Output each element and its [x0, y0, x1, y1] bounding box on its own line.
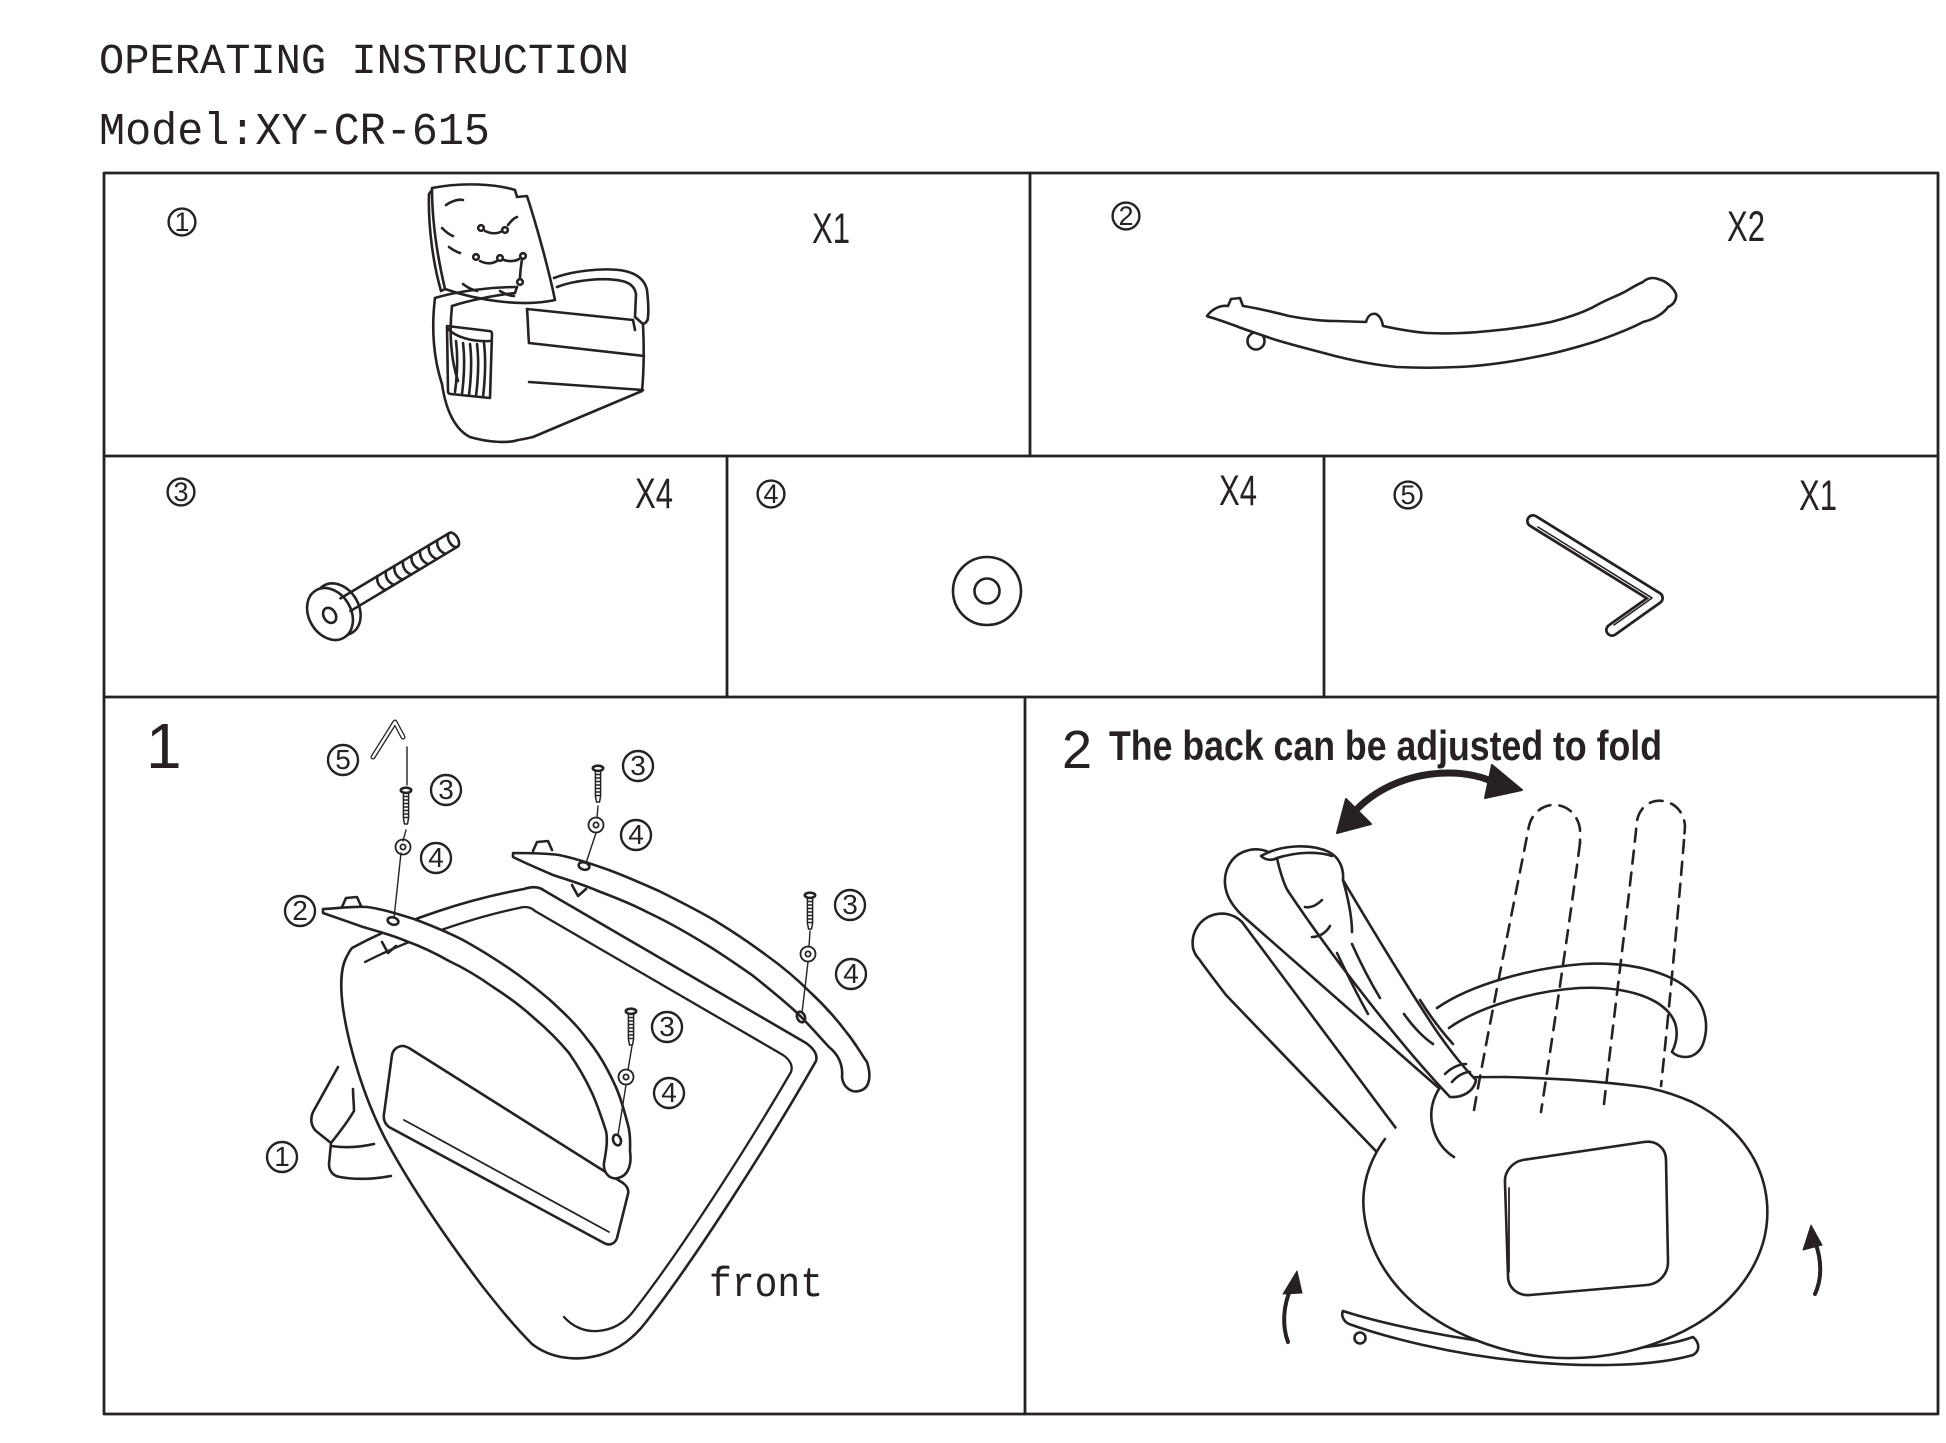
- svg-text:4: 4: [661, 1077, 677, 1108]
- svg-text:2: 2: [292, 895, 308, 926]
- svg-text:2: 2: [1062, 720, 1092, 780]
- svg-text:1: 1: [146, 710, 182, 782]
- svg-text:3: 3: [173, 477, 188, 507]
- svg-text:X4: X4: [1219, 467, 1257, 515]
- svg-text:2: 2: [1118, 201, 1133, 231]
- svg-text:OPERATING INSTRUCTION: OPERATING INSTRUCTION: [99, 37, 629, 86]
- svg-text:4: 4: [763, 479, 778, 509]
- svg-text:Model:XY-CR-615: Model:XY-CR-615: [99, 107, 490, 158]
- svg-text:X1: X1: [1799, 472, 1837, 520]
- svg-text:5: 5: [1400, 480, 1415, 510]
- svg-text:X2: X2: [1727, 203, 1765, 251]
- svg-text:3: 3: [630, 750, 646, 781]
- svg-text:The back can be adjusted to fo: The back can be adjusted to fold: [1109, 722, 1662, 769]
- svg-text:5: 5: [335, 744, 351, 775]
- svg-text:3: 3: [659, 1011, 675, 1042]
- svg-text:X4: X4: [635, 470, 673, 518]
- svg-text:1: 1: [274, 1141, 290, 1172]
- svg-text:X1: X1: [812, 205, 850, 253]
- svg-text:4: 4: [428, 842, 444, 873]
- svg-text:4: 4: [628, 819, 644, 850]
- svg-text:3: 3: [438, 774, 454, 805]
- svg-text:3: 3: [842, 889, 858, 920]
- svg-text:1: 1: [174, 207, 189, 237]
- svg-text:front: front: [709, 1261, 823, 1309]
- svg-text:4: 4: [843, 958, 859, 989]
